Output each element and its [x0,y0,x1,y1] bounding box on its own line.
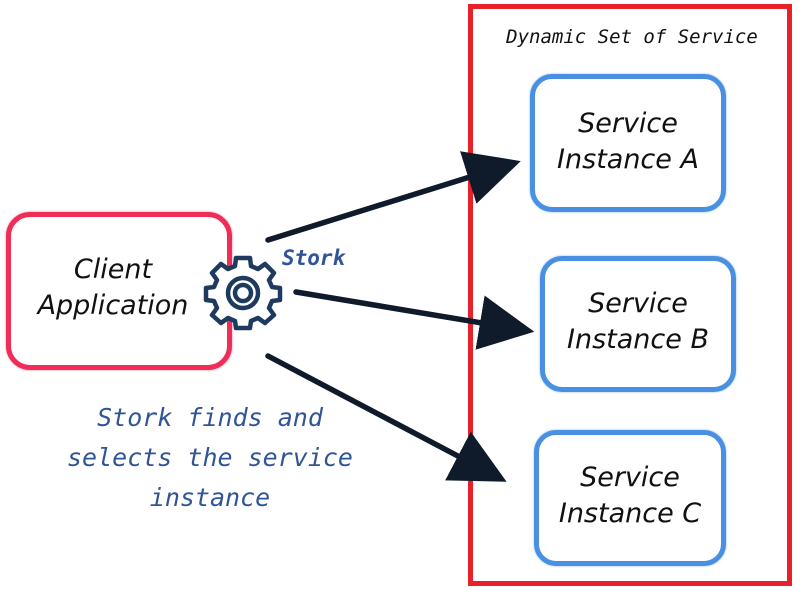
caption-line2: selects the service [67,443,353,472]
client-application-box [6,212,232,370]
service-b-line2: Instance B [567,324,709,355]
caption-line3: instance [149,483,271,512]
client-label-line2: Application [37,290,189,321]
service-group-title: Dynamic Set of Service [506,26,758,48]
caption-line1: Stork finds and [97,403,323,432]
service-c-line2: Instance C [558,498,702,529]
client-label-line1: Client [73,254,153,285]
arrow-to-service-c [265,353,507,482]
service-a-line1: Service [578,108,678,139]
arrow-to-service-b [293,289,535,350]
stork-label: Stork [282,246,346,270]
service-instance-b-label: Service Instance B [540,286,736,358]
service-instance-c-label: Service Instance C [534,460,726,532]
service-instance-a-label: Service Instance A [530,106,726,178]
service-b-line1: Service [588,288,688,319]
service-instance-b-box [540,256,736,392]
service-instance-c-box [534,430,726,566]
caption-text: Stork finds and selects the service inst… [40,398,380,518]
service-a-line2: Instance A [557,144,699,175]
arrow-to-service-a [265,151,521,243]
client-application-label: Client Application [22,252,204,324]
service-instance-a-box [530,74,726,212]
gear-icon [203,255,283,331]
service-c-line1: Service [580,462,680,493]
